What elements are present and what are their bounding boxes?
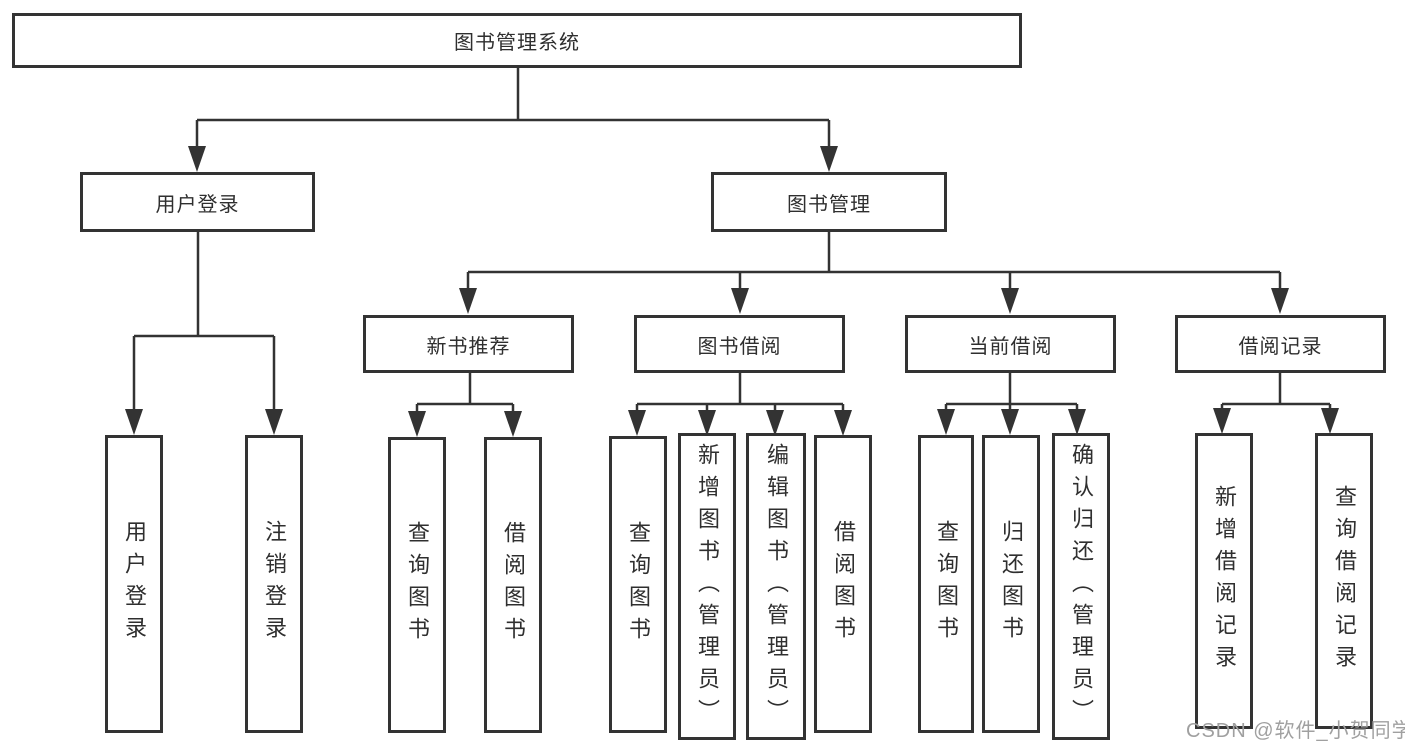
node-new-book-recommendation-label: 新书推荐 (426, 335, 511, 358)
leaf-add-books-admin: 新增图书（管理员） (678, 433, 736, 740)
leaf-borrow-books-recommend-label: 借阅图书 (501, 521, 526, 649)
leaf-return-books-label: 归还图书 (999, 520, 1024, 648)
node-book-borrowing: 图书借阅 (634, 315, 845, 373)
node-new-book-recommendation: 新书推荐 (363, 315, 574, 373)
node-borrowing-records-label: 借阅记录 (1238, 335, 1323, 358)
node-library-system-label: 图书管理系统 (454, 32, 580, 54)
leaf-add-borrow-record: 新增借阅记录 (1195, 433, 1253, 729)
leaf-edit-books-admin-label: 编辑图书（管理员） (764, 442, 789, 731)
leaf-query-borrow-record-label: 查询借阅记录 (1332, 485, 1357, 677)
leaf-query-books-current: 查询图书 (918, 435, 974, 733)
node-book-borrowing-label: 图书借阅 (697, 335, 782, 358)
leaf-borrow-books-recommend: 借阅图书 (484, 437, 542, 733)
node-current-borrowing: 当前借阅 (905, 315, 1116, 373)
leaf-add-books-admin-label: 新增图书（管理员） (695, 442, 720, 731)
node-book-management: 图书管理 (711, 172, 947, 232)
leaf-query-books-current-label: 查询图书 (934, 520, 959, 648)
watermark: CSDN @软件_小贺同学 (1186, 720, 1405, 742)
arrowheads (125, 146, 1339, 437)
leaf-query-borrow-record: 查询借阅记录 (1315, 433, 1373, 729)
leaf-borrow-books-borrowing-label: 借阅图书 (831, 520, 856, 648)
leaf-logout-login: 注销登录 (245, 435, 303, 733)
node-user-login-label: 用户登录 (155, 193, 240, 216)
leaf-return-books: 归还图书 (982, 435, 1040, 733)
leaf-add-borrow-record-label: 新增借阅记录 (1212, 485, 1237, 677)
leaf-query-books-recommend-label: 查询图书 (405, 521, 430, 649)
leaf-user-login-label: 用户登录 (122, 520, 147, 648)
node-current-borrowing-label: 当前借阅 (968, 335, 1053, 358)
leaf-borrow-books-borrowing: 借阅图书 (814, 435, 872, 733)
leaf-confirm-return-admin: 确认归还（管理员） (1052, 433, 1110, 740)
leaf-logout-login-label: 注销登录 (262, 520, 287, 648)
leaf-confirm-return-admin-label: 确认归还（管理员） (1069, 442, 1094, 731)
node-borrowing-records: 借阅记录 (1175, 315, 1386, 373)
node-library-system: 图书管理系统 (12, 13, 1022, 68)
leaf-edit-books-admin: 编辑图书（管理员） (746, 433, 806, 740)
node-book-management-label: 图书管理 (787, 193, 871, 216)
leaf-query-books-borrowing-label: 查询图书 (626, 520, 651, 649)
node-user-login: 用户登录 (80, 172, 315, 232)
leaf-query-books-recommend: 查询图书 (388, 437, 446, 733)
leaf-query-books-borrowing: 查询图书 (609, 436, 667, 733)
leaf-user-login: 用户登录 (105, 435, 163, 733)
